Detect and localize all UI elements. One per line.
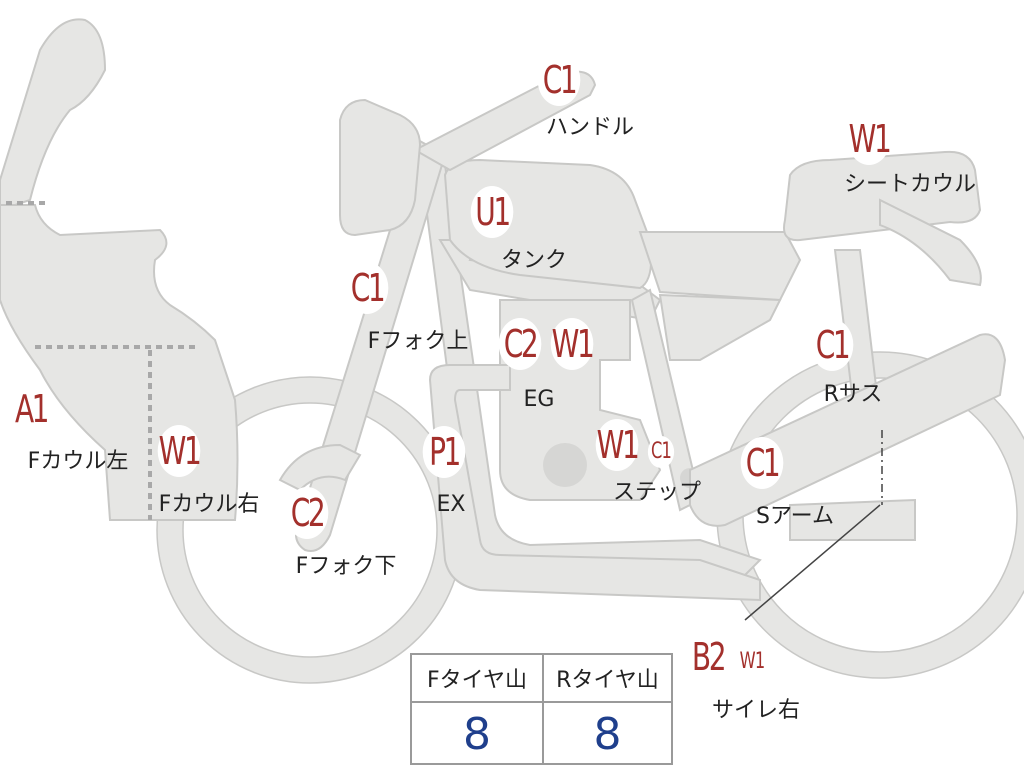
code-badge-tank: U1 bbox=[470, 186, 514, 238]
part-label-tank: タンク bbox=[500, 248, 568, 273]
code-badge-r-sus: C1 bbox=[810, 319, 854, 371]
part-label-f-fork-upper: Fフォク上 bbox=[367, 329, 469, 354]
table-divider-horizontal bbox=[412, 701, 671, 703]
header-rear-tire: Rタイヤ山 bbox=[556, 668, 659, 693]
code-badge-seat-cowl: W1 bbox=[847, 113, 892, 165]
code-badge-f-cowl-left: A1 bbox=[9, 383, 53, 435]
part-label-ex: EX bbox=[436, 492, 466, 517]
part-label-step: ステップ bbox=[612, 480, 702, 505]
part-label-f-cowl-right: Fカウル右 bbox=[158, 492, 260, 517]
part-label-seat-cowl: シートカウル bbox=[843, 172, 977, 197]
part-label-r-sus: Rサス bbox=[823, 382, 883, 407]
part-label-f-fork-lower: Fフォク下 bbox=[295, 554, 397, 579]
code-badge-step-1: W1 bbox=[595, 419, 640, 471]
code-badge-ex: P1 bbox=[422, 426, 466, 478]
part-label-eg: EG bbox=[523, 387, 555, 412]
code-badge-f-fork-lower: C2 bbox=[285, 487, 329, 539]
tire-tread-table: Fタイヤ山 Rタイヤ山 8 8 bbox=[410, 653, 673, 765]
code-badge-eg-1: C2 bbox=[498, 318, 542, 370]
part-label-f-cowl-left: Fカウル左 bbox=[27, 449, 129, 474]
code-badge-silencer-1: B2 bbox=[686, 631, 730, 683]
code-badge-handle: C1 bbox=[537, 54, 581, 106]
value-rear-tire: 8 bbox=[593, 708, 622, 760]
part-label-handle: ハンドル bbox=[545, 115, 635, 140]
code-badge-eg-2: W1 bbox=[550, 318, 595, 370]
seat bbox=[638, 231, 802, 302]
part-label-s-arm: Sアーム bbox=[756, 504, 834, 529]
code-badge-s-arm: C1 bbox=[740, 437, 784, 489]
code-badge-f-cowl-right: W1 bbox=[157, 425, 202, 477]
code-badge-f-fork-upper: C1 bbox=[345, 262, 389, 314]
table-divider-vertical bbox=[542, 655, 544, 763]
header-front-tire: Fタイヤ山 bbox=[427, 668, 527, 693]
part-label-silencer-right: サイレ右 bbox=[711, 698, 801, 723]
code-badge-silencer-2: W1 bbox=[738, 646, 765, 678]
value-front-tire: 8 bbox=[463, 708, 491, 760]
code-badge-step-2: C1 bbox=[647, 436, 675, 468]
exhaust bbox=[428, 364, 761, 602]
front-cowl bbox=[0, 18, 107, 212]
seat-cowl-shape bbox=[783, 150, 982, 242]
